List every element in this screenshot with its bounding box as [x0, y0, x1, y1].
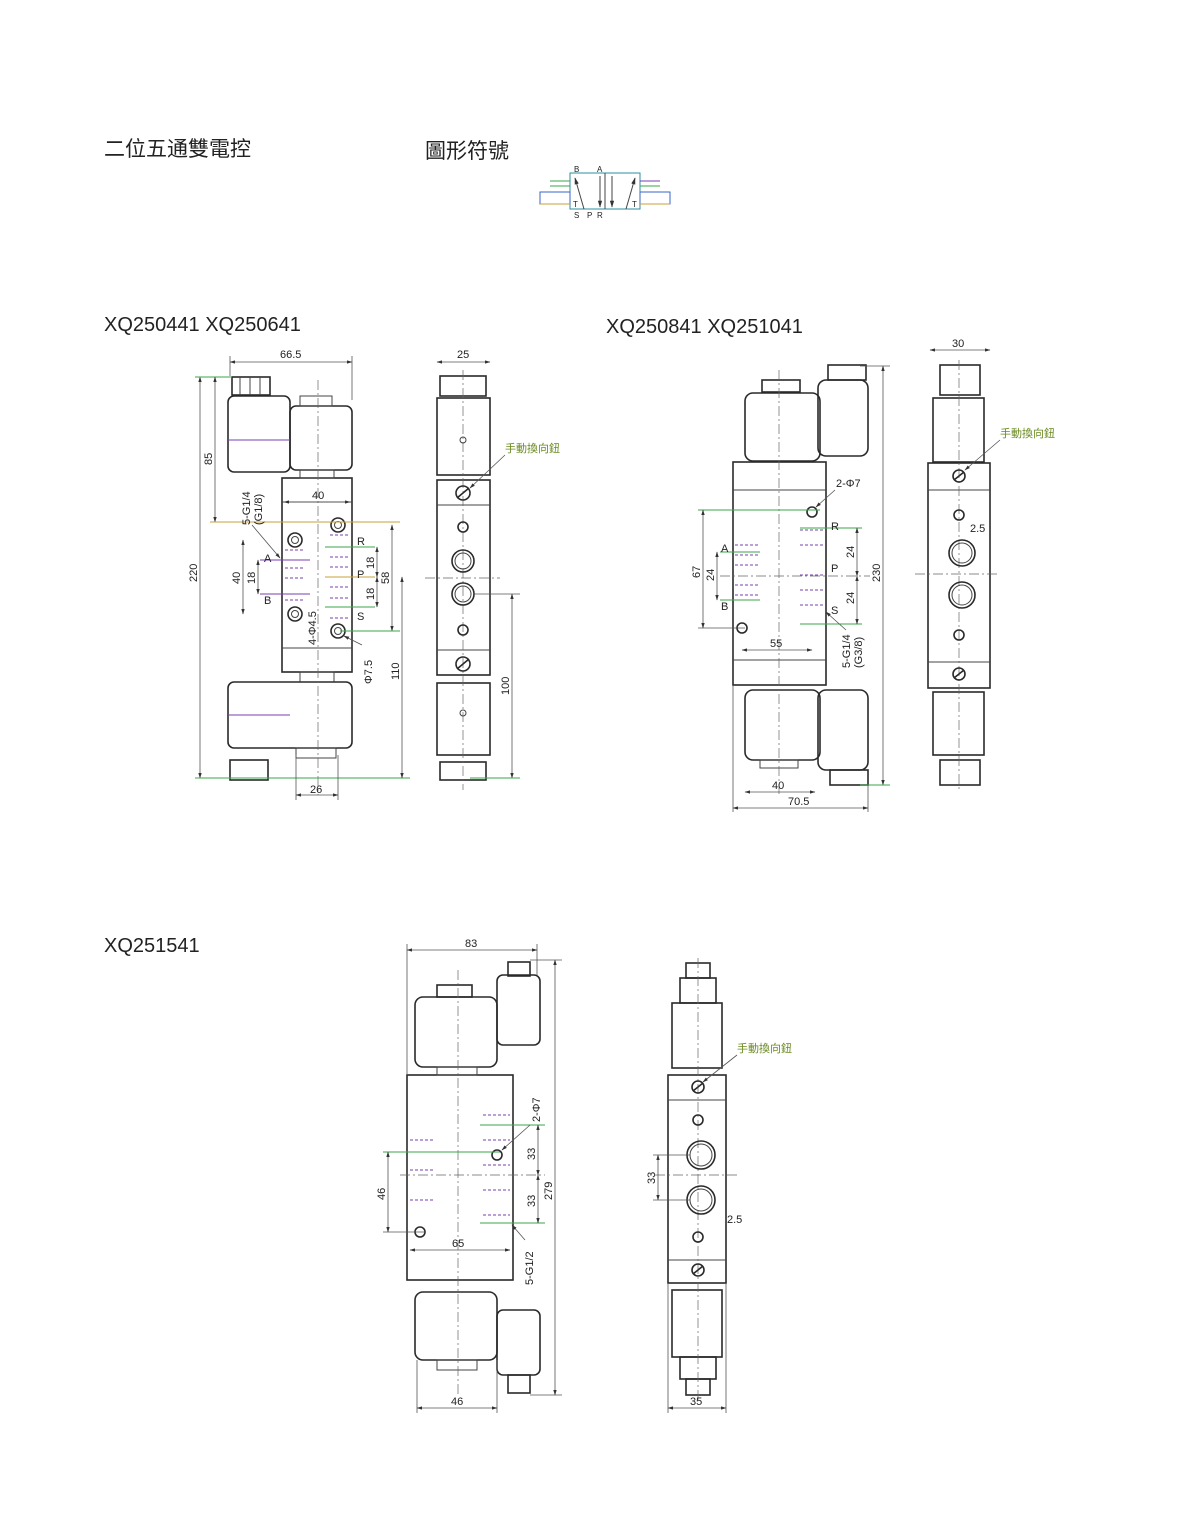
port-r-label: R — [357, 536, 365, 548]
valve-symbol: B A S P R T T — [539, 165, 671, 220]
symbol-port-p: P — [587, 211, 592, 220]
section2-side-view: 30 手動換向鈕 2.5 — [915, 338, 1055, 790]
port-p-label: P — [831, 563, 838, 575]
section2-front-view: 2-Φ7 R P S A B 67 24 24 24 230 55 5-G1/4… — [691, 364, 890, 812]
dim-ps: 24 — [845, 592, 857, 604]
dim-width: 83 — [465, 938, 477, 950]
dim-ps: 18 — [365, 588, 377, 600]
dim-lower: 110 — [390, 662, 402, 680]
port-r-label: R — [831, 521, 839, 533]
dim-coil-width: 46 — [451, 1396, 463, 1408]
port-a-label: A — [264, 553, 272, 565]
dim-coil-height: 85 — [203, 453, 215, 465]
dim-hole-spacing: 55 — [770, 638, 782, 650]
counterbore-spec: Φ7.5 — [363, 660, 375, 684]
dim-ps: 33 — [526, 1195, 538, 1207]
port-spec-alt: (G3/8) — [853, 637, 865, 668]
port-b-label: B — [721, 601, 728, 613]
port-spec-alt: (G1/8) — [253, 494, 265, 525]
section1-front-view: 66.5 220 85 40 5-G1/4 (G1/8) A B R P S 4… — [188, 349, 410, 800]
section2-models: XQ250841 XQ251041 — [606, 316, 803, 338]
dim-width: 66.5 — [280, 349, 301, 361]
port-a-label: A — [721, 543, 729, 555]
dim-total: 279 — [543, 1182, 555, 1200]
section3-side-view: 手動換向鈕 33 2.5 35 — [646, 958, 792, 1413]
section1-side-view: 25 手動換向鈕 100 — [425, 349, 560, 790]
side-dim-spacing: 33 — [646, 1172, 658, 1184]
symbol-port-r: R — [597, 211, 603, 220]
dim-ab: 24 — [705, 569, 717, 581]
dim-width: 70.5 — [788, 796, 809, 808]
symbol-port-a: A — [597, 165, 603, 174]
dim-rp: 24 — [845, 546, 857, 558]
side-dim-offset: 2.5 — [727, 1214, 742, 1226]
dim-rs: 58 — [380, 572, 392, 584]
port-spec: 5-G1/2 — [524, 1251, 536, 1285]
mount-holes-spec: 2-Φ7 — [531, 1097, 543, 1122]
port-b-label: B — [264, 595, 271, 607]
dim-coil-width: 40 — [772, 780, 784, 792]
dim-rp: 33 — [526, 1148, 538, 1160]
section1-models: XQ250441 XQ250641 — [104, 314, 301, 336]
dim-hole-spacing: 65 — [452, 1238, 464, 1250]
mount-holes-spec: 2-Φ7 — [836, 478, 861, 490]
side-dim-width: 25 — [457, 349, 469, 361]
dim-bottom-width: 26 — [310, 784, 322, 796]
symbol-port-b: B — [574, 165, 579, 174]
dim-mount: 67 — [691, 566, 703, 578]
symbol-port-s: S — [574, 211, 579, 220]
section3-models: XQ251541 — [104, 935, 200, 957]
dim-a-offset: 18 — [246, 572, 258, 584]
manual-button-label: 手動換向鈕 — [737, 1041, 792, 1055]
dim-rp: 18 — [365, 557, 377, 569]
side-dim-lower: 100 — [500, 677, 512, 695]
port-spec: 5-G1/4 — [841, 634, 853, 668]
dim-total-height: 220 — [188, 564, 200, 582]
page-title: 二位五通雙電控 — [104, 138, 251, 161]
side-dim-offset: 2.5 — [970, 523, 985, 535]
symbol-tank-left: T — [573, 200, 578, 209]
mounting-holes-spec: 4-Φ4.5 — [307, 611, 319, 645]
port-spec: 5-G1/4 — [241, 491, 253, 525]
dim-ab-spacing: 40 — [231, 572, 243, 584]
side-dim-width: 35 — [690, 1396, 702, 1408]
symbol-title: 圖形符號 — [425, 140, 509, 163]
dim-body-width: 40 — [312, 490, 324, 502]
port-s-label: S — [831, 605, 838, 617]
manual-button-label: 手動換向鈕 — [1000, 426, 1055, 440]
section3-front-view: 83 2-Φ7 33 33 279 46 65 5-G1/2 46 — [376, 938, 562, 1413]
port-p-label: P — [357, 569, 364, 581]
manual-button-label: 手動換向鈕 — [505, 441, 560, 455]
dim-total: 230 — [871, 564, 883, 582]
symbol-tank-right: T — [632, 200, 637, 209]
side-dim-width: 30 — [952, 338, 964, 350]
port-s-label: S — [357, 611, 364, 623]
dim-mount: 46 — [376, 1188, 388, 1200]
